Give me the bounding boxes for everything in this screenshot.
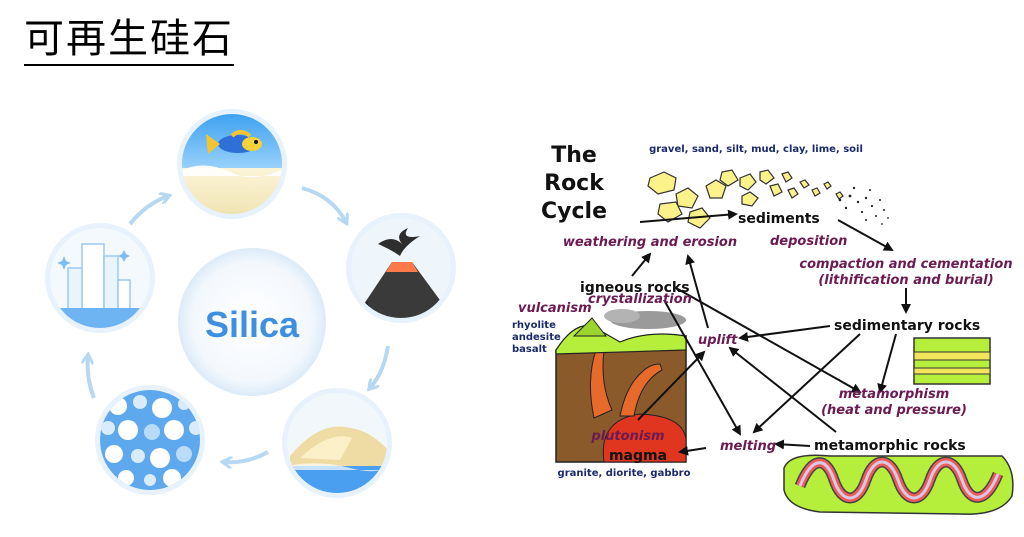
plutonism-label: plutonism <box>590 429 664 444</box>
cycle-arrow <box>678 445 707 456</box>
deposition-label: deposition <box>770 234 847 249</box>
silica-center-label: Silica <box>205 304 300 345</box>
extrusive-example: basalt <box>512 344 547 355</box>
weathering-label: weathering and erosion <box>563 235 737 250</box>
melting-label: melting <box>720 439 776 454</box>
cycle-arrow <box>301 186 346 222</box>
lithification-label: (lithification and burial) <box>818 273 993 288</box>
silica-cycle: Silica <box>45 109 456 498</box>
cycle-arrow <box>663 299 741 436</box>
cycle-arrow <box>877 333 897 394</box>
uplift-label: uplift <box>698 333 738 348</box>
magma-label: magma <box>609 448 667 464</box>
sediments-label: sediments <box>738 211 820 227</box>
rock-cycle-arrows <box>631 209 911 456</box>
sediment-dots-illustration <box>838 186 889 225</box>
fish-ocean-icon <box>177 109 287 219</box>
metamorphic-rocks-label: metamorphic rocks <box>814 438 966 454</box>
metamorphic-rock-illustration <box>783 454 1014 515</box>
cycle-arrow <box>728 346 837 433</box>
cycle-arrow <box>685 254 709 329</box>
silica-center-circle <box>178 248 326 396</box>
cycle-arrow <box>88 356 96 399</box>
cycle-arrow <box>631 252 652 277</box>
sedimentary-rock-illustration <box>913 337 991 385</box>
sediment-pebbles-illustration <box>647 169 844 229</box>
silica-grains-icon <box>95 385 205 495</box>
cycle-arrow <box>128 196 168 226</box>
cycle-arrow <box>370 345 390 388</box>
magma-cross-section-illustration <box>555 309 687 463</box>
city-buildings-icon <box>45 223 155 333</box>
cycle-arrow <box>752 333 861 434</box>
crystallization-label: crystallization <box>588 292 692 307</box>
extrusive-example: rhyolite <box>512 320 556 331</box>
heat-pressure-label: (heat and pressure) <box>821 403 967 418</box>
sediment-types-label: gravel, sand, silt, mud, clay, lime, soi… <box>649 144 863 155</box>
cycle-arrow <box>637 350 706 421</box>
rock-cycle-title-line: Cycle <box>541 199 607 224</box>
intrusive-examples: granite, diorite, gabbro <box>558 468 691 479</box>
cycle-arrow <box>224 450 269 462</box>
cycle-arrow <box>675 287 862 393</box>
metamorphism-label: metamorphism <box>839 387 950 402</box>
extrusive-example: andesite <box>512 332 561 343</box>
page-title: 可再生硅石 <box>24 14 234 66</box>
cycle-arrow <box>738 325 831 342</box>
rock-cycle-title-line: The <box>551 143 597 168</box>
sand-dune-icon <box>282 388 392 498</box>
vulcanism-label: vulcanism <box>518 301 592 316</box>
sedimentary-rocks-label: sedimentary rocks <box>834 318 980 334</box>
cycle-arrow <box>774 439 811 450</box>
igneous-rocks-label: igneous rocks <box>580 280 690 296</box>
cycle-arrow <box>837 219 894 251</box>
rock-cycle-title-line: Rock <box>544 171 605 196</box>
rock-cycle: The Rock Cycle gravel, sand, silt, mud, … <box>512 143 1014 515</box>
volcano-icon <box>346 213 456 323</box>
cycle-arrow <box>639 209 738 223</box>
compaction-label: compaction and cementation <box>799 257 1012 272</box>
